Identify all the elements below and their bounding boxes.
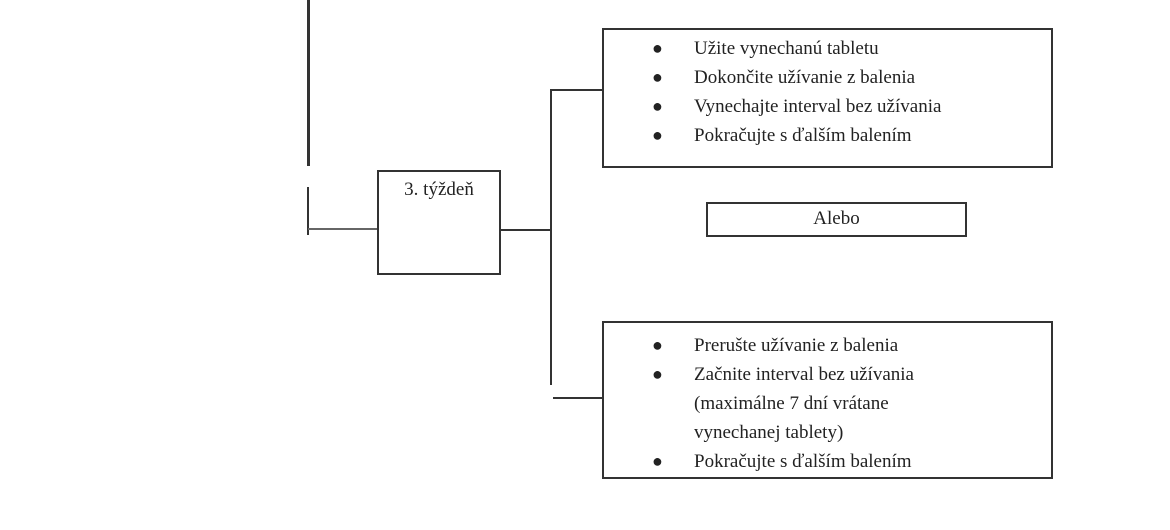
- bullet-icon: ●: [652, 451, 663, 471]
- bullet-icon: ●: [652, 335, 663, 355]
- option-a-list: ●Užite vynechanú tabletu ●Dokončite užív…: [646, 34, 941, 150]
- connector-branch-top: [550, 89, 603, 91]
- option-a-box: ●Užite vynechanú tabletu ●Dokončite užív…: [602, 28, 1053, 168]
- bullet-icon: ●: [652, 96, 663, 116]
- week-label: 3. týždeň: [404, 179, 474, 200]
- list-item: ●Pokračujte s ďalším balením: [646, 121, 941, 150]
- bullet-icon: ●: [652, 125, 663, 145]
- connector-left-horizontal: [308, 228, 378, 230]
- connector-week-out: [500, 229, 551, 231]
- list-item: ●Dokončite užívanie z balenia: [646, 63, 941, 92]
- connector-branch-bottom: [553, 397, 603, 399]
- list-item: ●Vynechajte interval bez užívania: [646, 92, 941, 121]
- connector-left-vertical-top: [307, 0, 310, 166]
- alebo-label: Alebo: [813, 208, 860, 229]
- alebo-box: Alebo: [706, 202, 967, 237]
- week-box: 3. týždeň: [377, 170, 501, 275]
- list-item: ●Pokračujte s ďalším balením: [646, 447, 914, 476]
- bullet-icon: ●: [652, 364, 663, 384]
- list-item: ●Prerušte užívanie z balenia: [646, 331, 914, 360]
- list-item: ●Užite vynechanú tabletu: [646, 34, 941, 63]
- list-item: ● Začnite interval bez užívania (maximál…: [646, 360, 914, 447]
- option-b-list: ●Prerušte užívanie z balenia ● Začnite i…: [646, 331, 914, 476]
- connector-left-vertical-bottom: [307, 187, 309, 235]
- option-b-box: ●Prerušte užívanie z balenia ● Začnite i…: [602, 321, 1053, 479]
- bullet-icon: ●: [652, 67, 663, 87]
- connector-branch-vertical: [550, 90, 552, 385]
- bullet-icon: ●: [652, 38, 663, 58]
